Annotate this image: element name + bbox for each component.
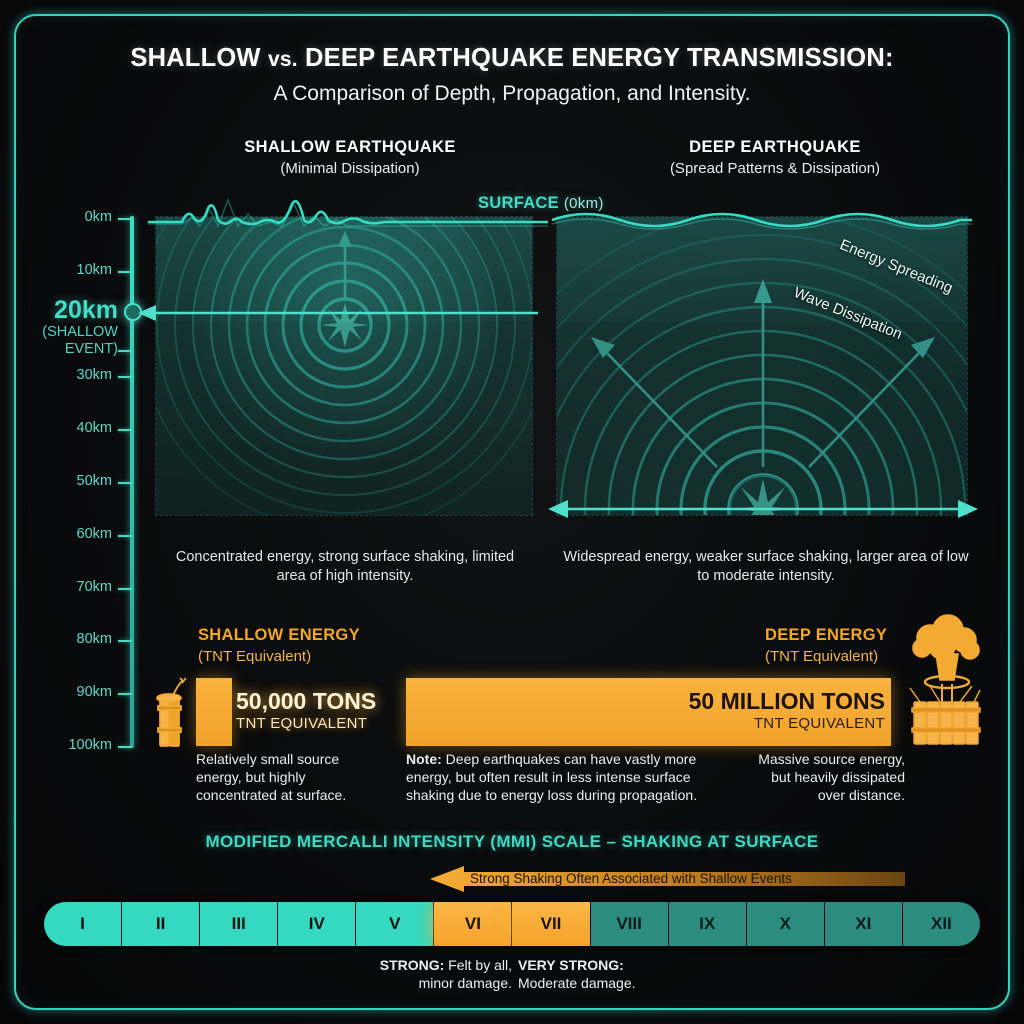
note-body: Deep earthquakes can have vastly more en… [406,751,698,803]
shallow-surface-seismogram [148,197,548,228]
deep-surface-ripple [551,212,972,230]
shallow-lower-crust-fill [156,322,532,515]
depth-tick-0km [118,218,132,220]
mmi-level-X[interactable]: X [746,902,825,946]
shallow-earthquake-diagram [155,216,533,516]
shallow-upper-crust-fill [156,217,532,322]
mmi-very-strong-text: Moderate damage. [518,975,636,991]
depth-tick-label: 30km [76,367,112,384]
mmi-strong-text: Felt by all, minor damage. [418,957,512,991]
depth-tick-60km [118,534,132,537]
depth-tick-70km [118,587,132,590]
depth-tick-label: 90km [76,684,112,701]
mmi-very-strong-footnote: VERY STRONG: Moderate damage. [518,956,668,992]
shallow-energy-heading: SHALLOW ENERGY [198,626,360,644]
depth-tick-label: 50km [76,473,112,489]
mmi-scale-title: MODIFIED MERCALLI INTENSITY (MMI) SCALE … [205,832,819,851]
depth-tick-label: 60km [76,525,112,542]
mmi-level-VII[interactable]: VII [512,902,591,946]
depth-tick-100km [118,746,132,748]
shallow-event-depth-value: 20km [54,296,118,324]
shallow-energy-note: Relatively small source energy, but high… [196,751,347,803]
shallow-panel-heading: SHALLOW EARTHQUAKE [244,138,456,156]
mmi-level-VI[interactable]: VI [434,902,513,946]
depth-tick-label: 80km [76,631,112,648]
title-shallow-word: SHALLOW [130,44,261,72]
surface-label: SURFACE (0km) [478,194,604,213]
depth-tick-30km [118,376,132,379]
deep-panel-heading: DEEP EARTHQUAKE [689,138,861,156]
shallow-lateral-extent-arrow [138,305,538,321]
depth-tick-50km [118,482,132,484]
depth-tick-label: 0km [84,209,112,225]
deep-caption: Widespread energy, weaker surface shakin… [563,549,969,584]
deep-energy-bar [406,678,891,746]
note-label: Note: [406,751,442,767]
deep-lower-crust-fill [557,322,967,515]
depth-tick-label: 70km [76,578,112,595]
deep-energy-unit: TNT EQUIVALENT [753,715,885,732]
strong-shaking-arrow-label: Strong Shaking Often Associated with Sha… [470,871,792,886]
mmi-level-VIII[interactable]: VIII [590,902,669,946]
depth-tick-80km [118,640,132,643]
deep-energy-subheading: (TNT Equivalent) [765,648,879,665]
depth-tick-10km [118,270,132,273]
deep-energy-heading: DEEP ENERGY [765,626,888,644]
mmi-level-XII[interactable]: XII [902,902,980,946]
depth-axis-line [130,216,134,748]
depth-tick-label: 10km [76,261,112,278]
mmi-very-strong-label: VERY STRONG: [518,957,624,973]
shallow-energy-value: 50,000 TONS [236,688,377,714]
shallow-panel-subheading: (Minimal Dissipation) [280,160,420,177]
depth-tick-40km [118,429,132,432]
deep-panel-subheading: (Spread Patterns & Dissipation) [669,160,881,177]
depth-tick-label: 40km [76,420,112,437]
mmi-level-II[interactable]: II [122,902,201,946]
depth-tick-label: 100km [68,737,112,753]
title-vs-word: vs. [267,48,298,71]
strong-shaking-arrow [430,866,905,892]
mmi-strong-label: STRONG: [379,957,445,973]
shallow-energy-bar [196,678,232,746]
shallow-energy-value-block: 50,000 TONS TNT EQUIVALENT [236,688,376,732]
surface-label-text: SURFACE [478,194,559,212]
mmi-level-V[interactable]: V [356,902,435,946]
page-title: SHALLOW vs. DEEP EARTHQUAKE ENERGY TRANS… [0,44,1024,73]
mmi-strong-footnote: STRONG: Felt by all, minor damage. [372,956,512,992]
deep-lateral-extent-arrow [548,500,978,518]
deep-energy-note: Massive source energy, but heavily dissi… [758,751,905,803]
shallow-caption: Concentrated energy, strong surface shak… [175,549,515,584]
mmi-level-IV[interactable]: IV [278,902,357,946]
deep-energy-value: 50 MILLION TONS [688,688,885,714]
shallow-energy-subheading: (TNT Equivalent) [198,648,312,665]
mmi-level-III[interactable]: III [200,902,279,946]
nuclear-explosion-icon [909,614,981,745]
dynamite-bundle-icon [156,677,187,747]
page-subtitle: A Comparison of Depth, Propagation, and … [273,82,751,105]
depth-tick-25km-minor [118,350,132,352]
shallow-event-depth-note: (SHALLOW EVENT) [42,324,118,357]
mmi-level-XI[interactable]: XI [824,902,903,946]
surface-label-depth: (0km) [563,195,604,212]
mmi-level-I[interactable]: I [44,902,123,946]
mmi-level-IX[interactable]: IX [668,902,747,946]
depth-tick-90km [118,693,132,696]
energy-comparison-note: Note: Deep earthquakes can have vastly m… [406,750,736,804]
deep-upper-crust-fill [557,217,967,322]
deep-energy-value-block: 50 MILLION TONS TNT EQUIVALENT [600,688,885,732]
shallow-energy-unit: TNT EQUIVALENT [236,715,368,732]
title-deep-phrase: DEEP EARTHQUAKE ENERGY TRANSMISSION: [305,44,894,72]
